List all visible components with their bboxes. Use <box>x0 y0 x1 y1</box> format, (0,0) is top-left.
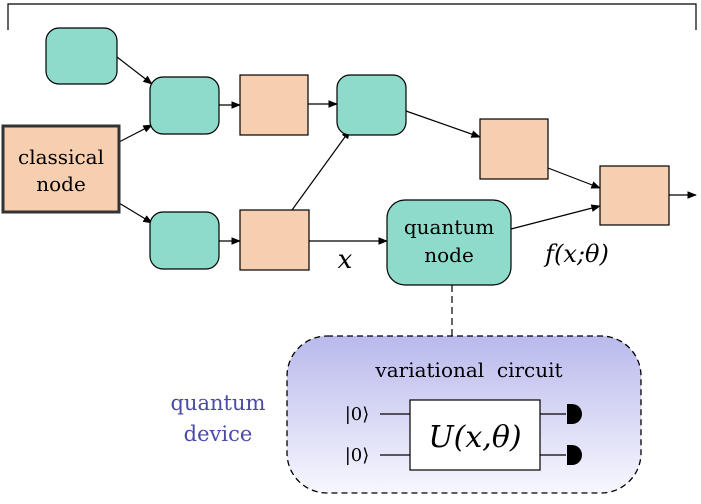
classical-node-line1: classical <box>18 145 104 169</box>
circuit <box>380 399 566 471</box>
quantum-node-line2: node <box>424 243 474 267</box>
edge-quantum-to-h <box>510 204 601 230</box>
teal-node-a <box>45 27 118 85</box>
edges <box>116 56 697 336</box>
edge-g-to-h <box>547 167 601 189</box>
teal-node-d <box>149 211 220 270</box>
peach-node-c <box>239 74 309 136</box>
circuit-title: variational circuit <box>374 358 562 382</box>
output-label-f: f(x;θ) <box>543 240 609 268</box>
quantum-node-line1: quantum <box>404 215 494 239</box>
edge-f-to-e <box>291 129 351 211</box>
ket-bottom: |0⟩ <box>345 445 370 466</box>
measurement-icon-top <box>567 404 582 424</box>
peach-node-h <box>599 165 670 226</box>
teal-node-b <box>149 76 220 135</box>
classical-node: classical node <box>1 124 121 214</box>
quantum-node: quantum node <box>386 199 512 286</box>
edge-classical-to-d <box>118 202 153 224</box>
teal-node-e <box>336 74 407 136</box>
peach-node-f <box>239 209 310 271</box>
gate-box <box>409 399 541 471</box>
input-label-x: x <box>338 245 353 275</box>
edge-a-to-b <box>116 56 153 85</box>
device-label-line2: device <box>184 422 253 446</box>
edge-classical-to-b <box>118 124 153 143</box>
device-label-line1: quantum <box>171 391 266 415</box>
ket-top: |0⟩ <box>345 404 370 425</box>
peach-node-g <box>479 118 549 180</box>
classical-node-line2: node <box>36 172 86 196</box>
gate-label: U(x,θ) <box>428 420 521 455</box>
top-bracket <box>7 3 697 30</box>
edge-e-to-g <box>405 110 481 138</box>
measurement-icon-bottom <box>567 445 582 465</box>
